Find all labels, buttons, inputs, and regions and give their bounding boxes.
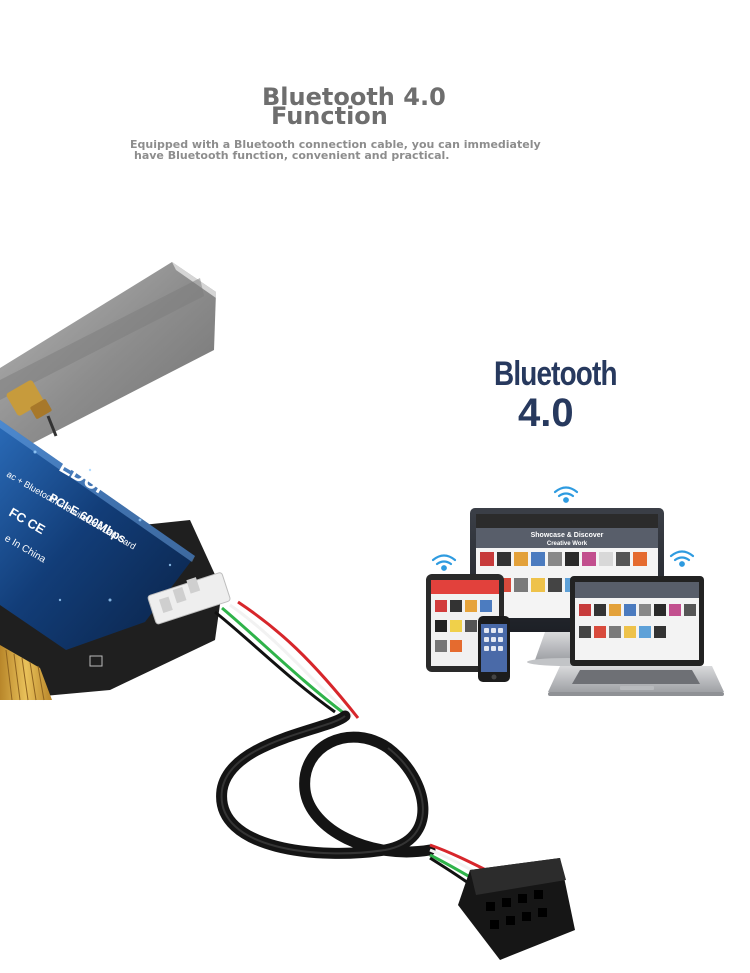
monitor-screen-subheading: Creative Work: [547, 541, 588, 547]
pcie-card-illustration: EDUP PCI-E 600Mbps ac + Bluetooth 4.0 wi…: [0, 262, 222, 701]
wifi-icon-laptop: [669, 550, 695, 567]
gold-contacts: [0, 645, 52, 700]
bluetooth-logo-version: 4.0: [518, 391, 574, 435]
bluetooth-logo: Bluetooth 4.0: [494, 355, 634, 435]
bluetooth-logo-word: Bluetooth: [494, 355, 618, 393]
feature-subtitle-line2: have Bluetooth function, convenient and …: [134, 149, 450, 162]
card-label: [0, 420, 195, 650]
feature-title-line1: Bluetooth 4.0: [262, 83, 446, 111]
bluetooth-rune-icon: [569, 394, 592, 434]
bluetooth-cable: [147, 572, 575, 960]
monitor-screen-heading: Showcase & Discover: [531, 532, 604, 539]
smartphone-device: [478, 616, 510, 682]
recycle-icon: [89, 655, 103, 667]
wifi-icon-tablet: [431, 554, 457, 571]
feature-title-line2: Function: [271, 102, 388, 130]
usb-header-plug: [458, 858, 575, 960]
cable-loop: [216, 710, 436, 859]
antenna-connector: [6, 380, 58, 437]
devices-cluster: Showcase & Discover Creative Work: [426, 486, 724, 696]
feature-subtitle-line1: Equipped with a Bluetooth connection cab…: [130, 138, 541, 151]
tablet-device: [426, 574, 504, 672]
laptop-device: [548, 576, 724, 696]
wifi-icon-monitor: [553, 486, 579, 503]
